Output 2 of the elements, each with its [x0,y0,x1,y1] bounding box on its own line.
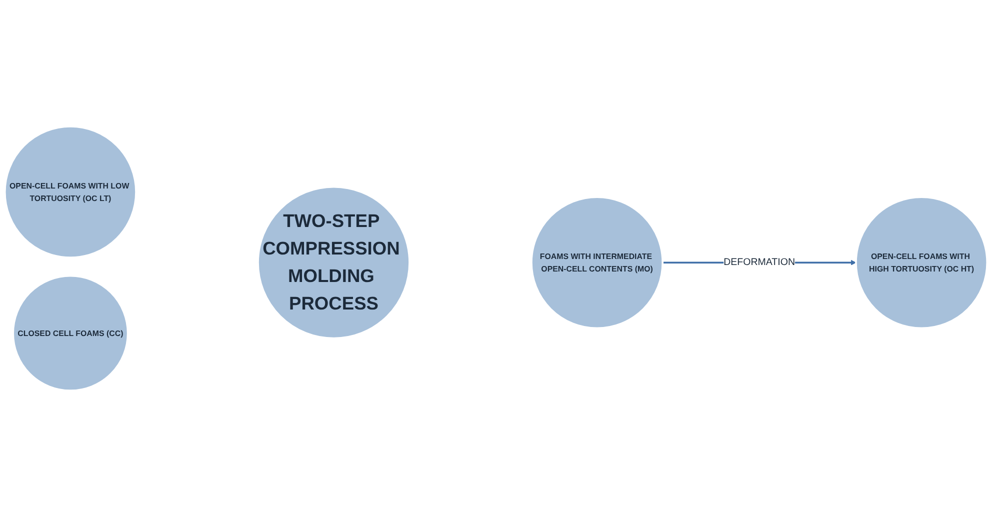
edge-label: DEFORMATION [724,257,795,268]
node-circle: TWO-STEP COMPRESSION MOLDING PROCESS [257,186,410,340]
